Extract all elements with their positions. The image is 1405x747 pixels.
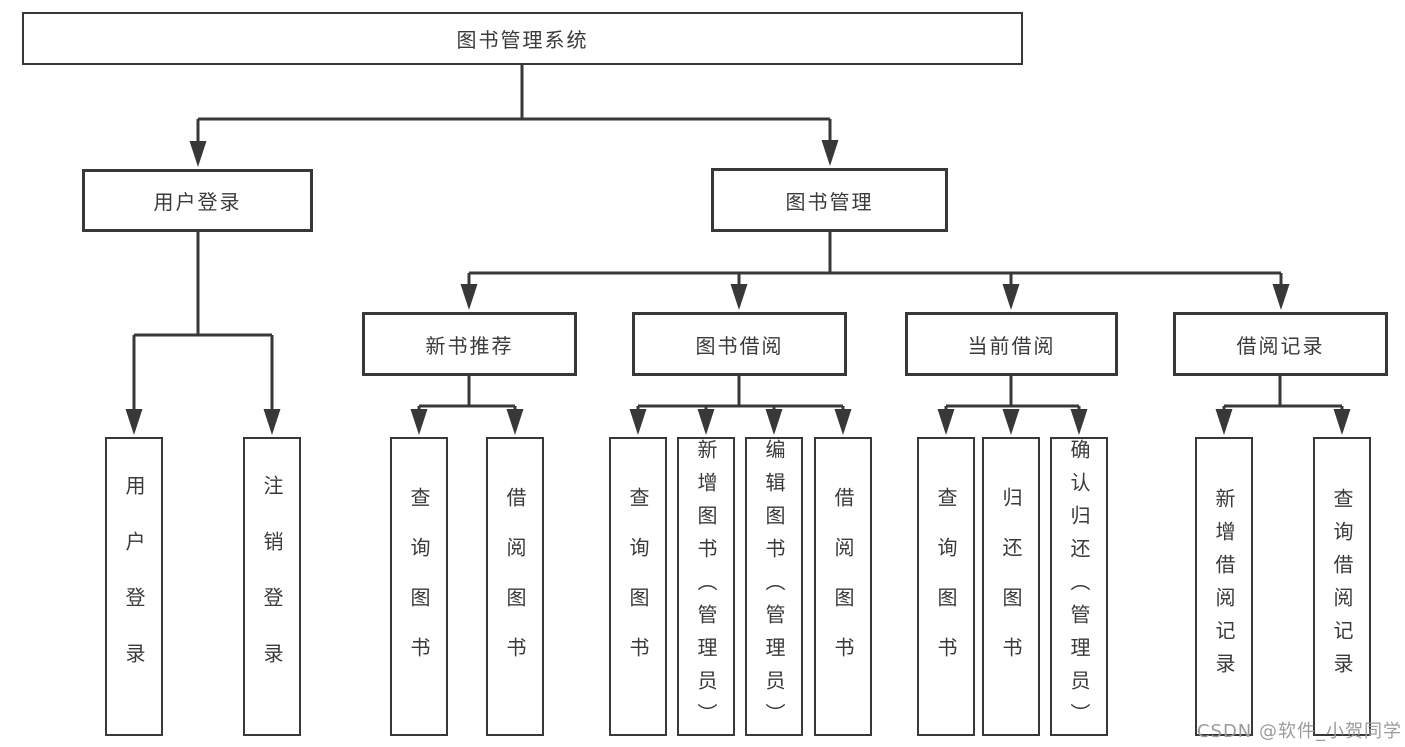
arrowhead-icon (1070, 409, 1088, 435)
leaf-newbook-borrow-books: 借阅图书 (486, 437, 544, 736)
arrowhead-icon (460, 284, 478, 310)
connector-userlogin-to-leaves (132, 232, 274, 416)
arrowhead-icon (125, 409, 143, 435)
leaf-borrowing-add-books-admin: 新增图书（管理员） (677, 437, 735, 736)
arrowhead-icon (1333, 409, 1351, 435)
arrowhead-icon (189, 141, 207, 167)
leaf-records-query-record: 查询借阅记录 (1313, 437, 1371, 736)
leaf-borrowing-query-books: 查询图书 (609, 437, 667, 736)
leaf-borrowing-edit-books-admin: 编辑图书（管理员） (745, 437, 803, 736)
leaf-current-return-books: 归还图书 (982, 437, 1040, 736)
arrowhead-icon (834, 409, 852, 435)
arrowhead-icon (506, 409, 524, 435)
connector-records-to-leaves (1222, 376, 1344, 416)
connector-bookborrow-to-leaves (636, 376, 845, 416)
leaf-current-confirm-return-admin: 确认归还（管理员） (1050, 437, 1108, 736)
arrowhead-icon (629, 409, 647, 435)
node-borrowing-records: 借阅记录 (1173, 312, 1388, 376)
node-user-login: 用户登录 (82, 169, 313, 232)
arrowhead-icon (730, 284, 748, 310)
node-current-borrowing: 当前借阅 (905, 312, 1118, 376)
leaf-current-query-books: 查询图书 (917, 437, 975, 736)
arrowhead-icon (821, 140, 839, 166)
node-book-management: 图书管理 (711, 168, 948, 232)
connector-bookmgmt-to-level3 (467, 232, 1283, 291)
arrowhead-icon (410, 409, 428, 435)
connector-newbook-to-leaves (417, 376, 517, 416)
leaf-user-login: 用户登录 (105, 437, 163, 736)
arrowhead-icon (937, 409, 955, 435)
arrowhead-icon (1002, 284, 1020, 310)
node-new-book-recommend: 新书推荐 (362, 312, 577, 376)
arrowhead-icon (263, 409, 281, 435)
node-root: 图书管理系统 (22, 12, 1023, 65)
watermark: CSDN @软件_小贺同学 (1196, 721, 1402, 742)
arrowhead-icon (697, 409, 715, 435)
connector-root-to-level2 (196, 65, 832, 146)
leaf-newbook-query-books: 查询图书 (390, 437, 448, 736)
connector-currentborrow-to-leaves (944, 376, 1081, 416)
arrowhead-icon (1002, 409, 1020, 435)
arrowhead-icon (1272, 284, 1290, 310)
arrowheads (125, 140, 1351, 435)
arrowhead-icon (765, 409, 783, 435)
leaf-borrowing-borrow-books: 借阅图书 (814, 437, 872, 736)
arrowhead-icon (1215, 409, 1233, 435)
leaf-records-add-record: 新增借阅记录 (1195, 437, 1253, 736)
leaf-logout: 注销登录 (243, 437, 301, 736)
node-book-borrowing: 图书借阅 (632, 312, 847, 376)
